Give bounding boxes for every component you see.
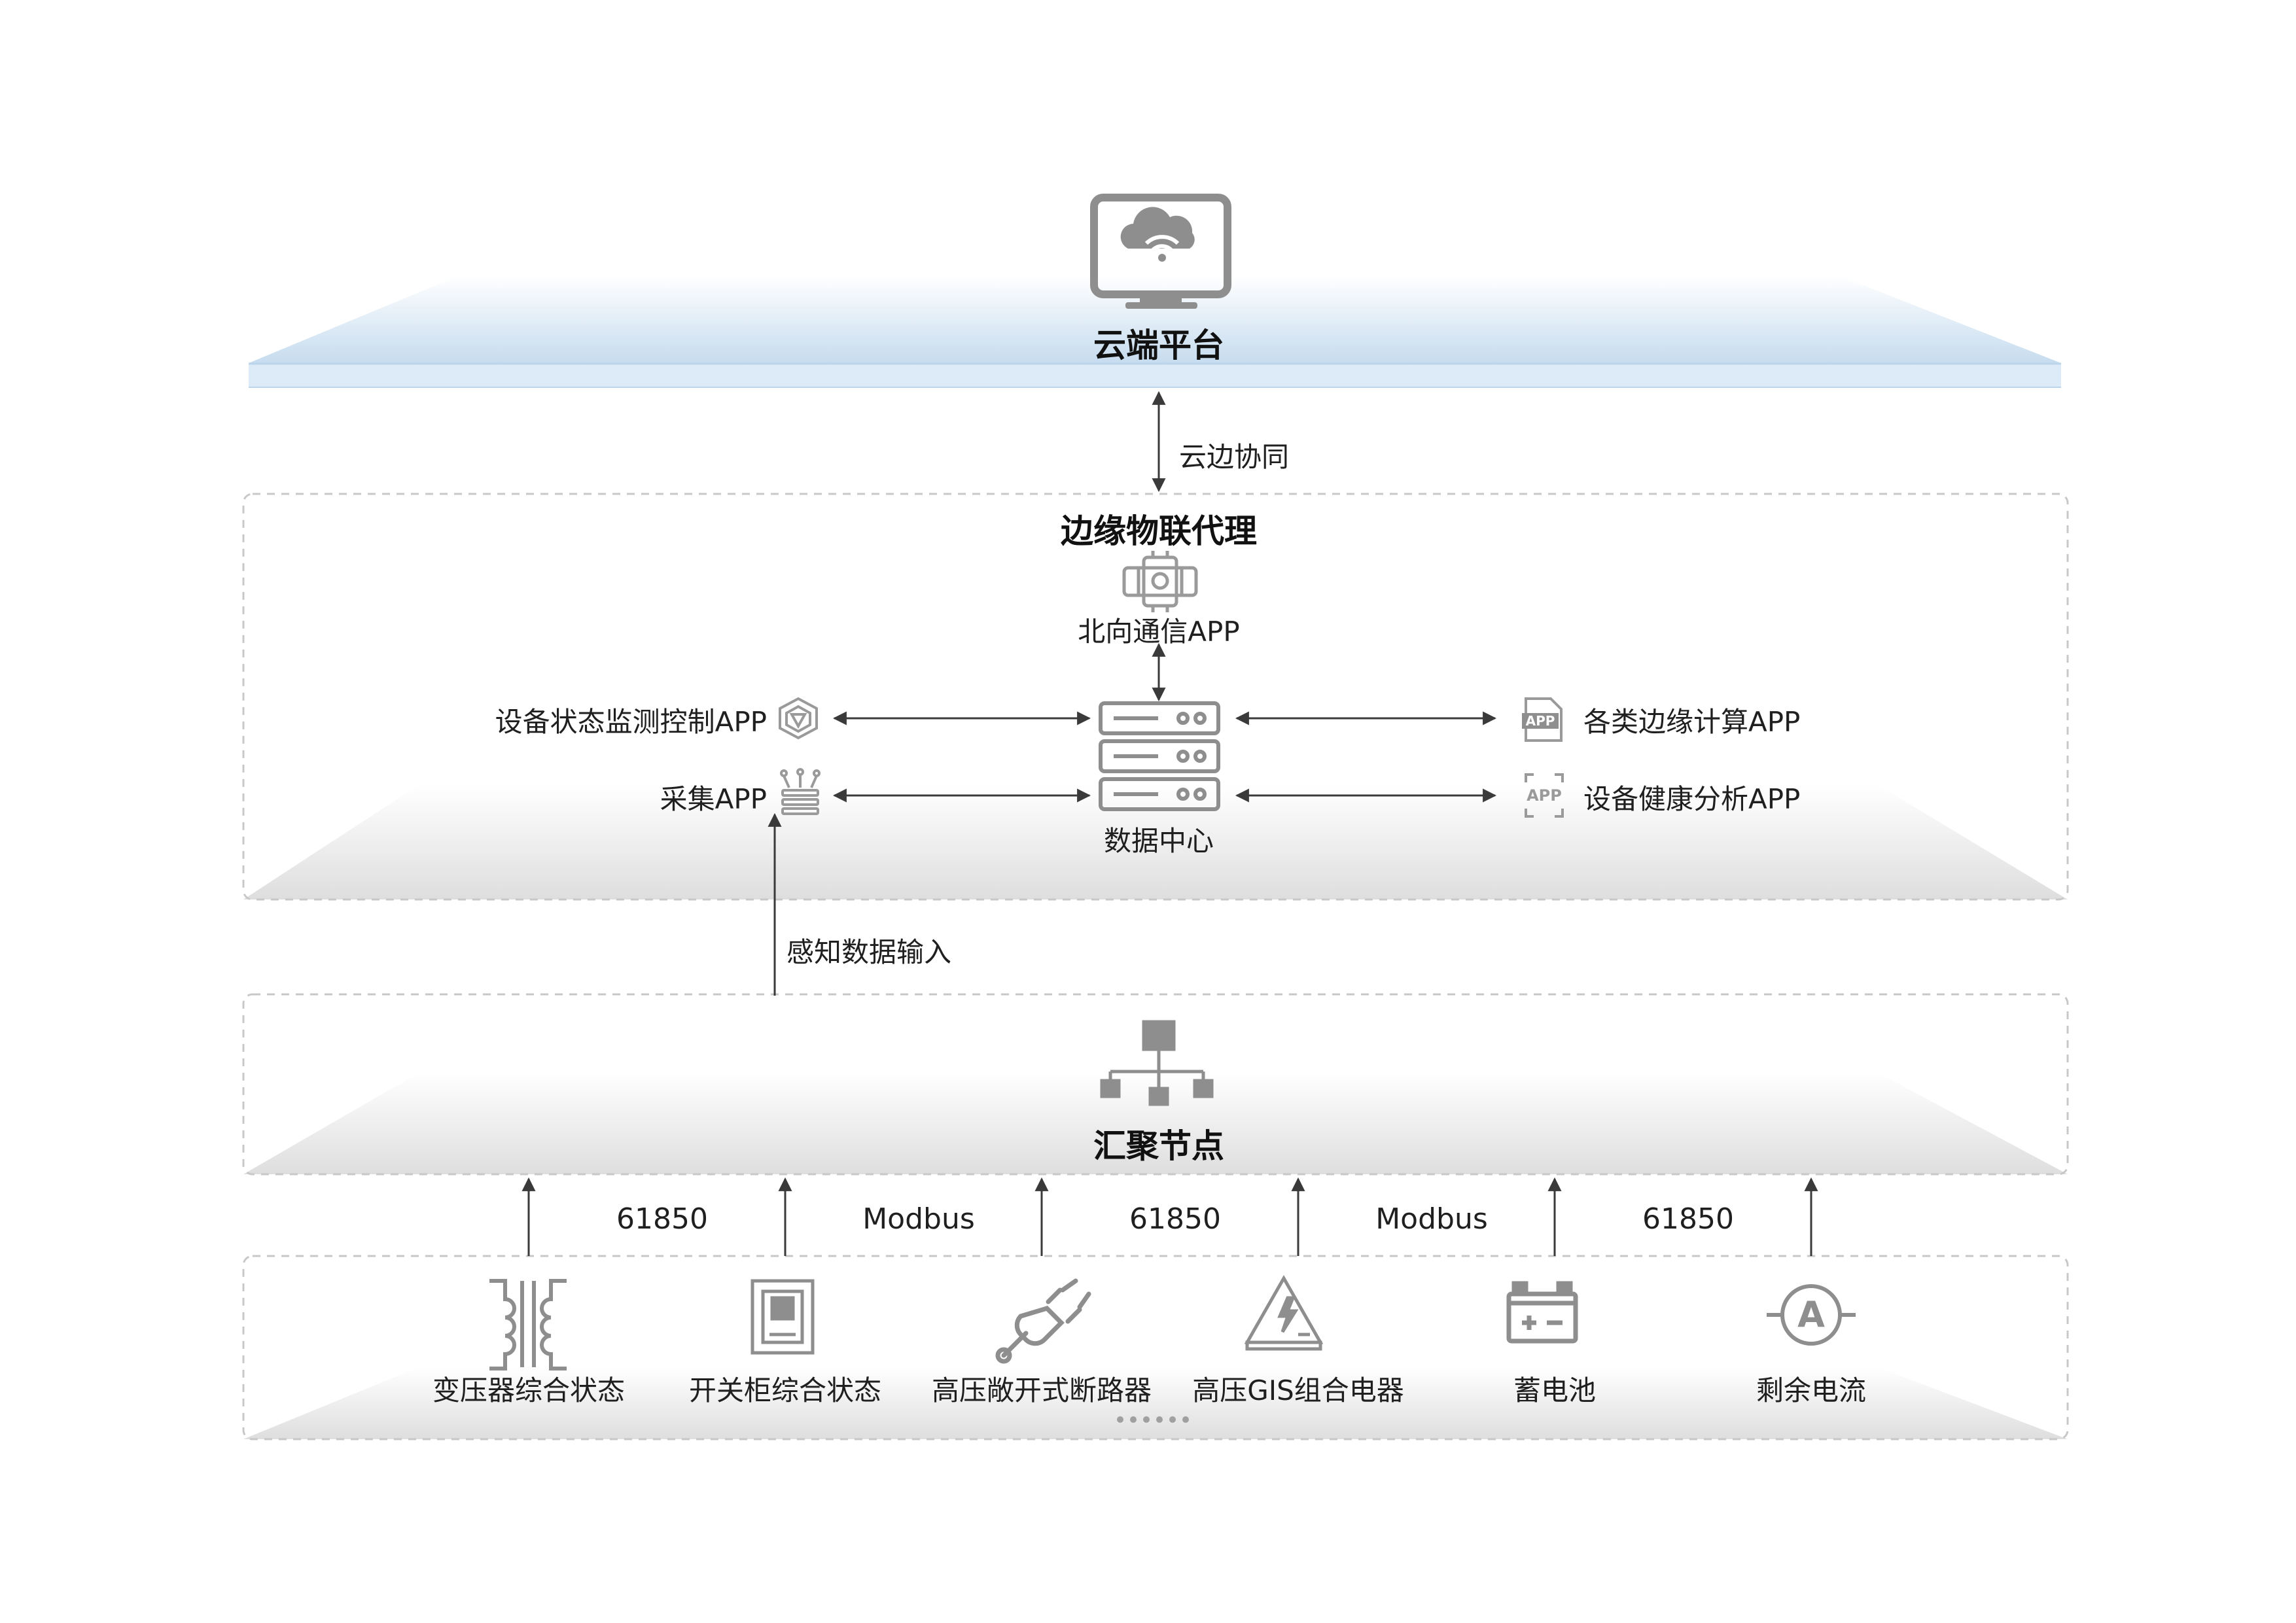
transformer-icon (489, 1279, 567, 1370)
edge-proxy-title: 边缘物联代理 (1061, 512, 1257, 550)
device-label-switchgear: 开关柜综合状态 (688, 1374, 882, 1406)
device-label-battery: 蓄电池 (1513, 1374, 1597, 1406)
aggregation-title: 汇聚节点 (1093, 1127, 1224, 1165)
app-frame-icon: APP (1525, 773, 1564, 818)
server-rack-icon (1099, 701, 1220, 811)
network-hierarchy-icon (1100, 1020, 1214, 1106)
monitor-control-app-label: 设备状态监测控制APP (495, 706, 767, 738)
devices-box (242, 1255, 2069, 1440)
data-center-label: 数据中心 (1103, 825, 1214, 857)
switchgear-icon (751, 1279, 815, 1355)
svg-text:APP: APP (1527, 786, 1562, 805)
device-label-breaker: 高压敞开式断路器 (931, 1374, 1152, 1406)
cloud-edge-label: 云边协同 (1179, 441, 1290, 473)
aggregation-box (242, 993, 2069, 1176)
sensing-data-label: 感知数据输入 (786, 936, 952, 968)
device-label-transformer: 变压器综合状态 (432, 1374, 626, 1406)
app-file-icon: APP (1522, 697, 1563, 742)
hexagon-app-icon (779, 697, 818, 740)
communication-module-icon (1122, 551, 1198, 612)
svg-text:APP: APP (1526, 713, 1555, 729)
health-analysis-app-label: 设备健康分析APP (1583, 783, 1801, 815)
more-dots (1117, 1416, 1189, 1423)
cloud-plane (249, 276, 2061, 388)
collect-app-label: 采集APP (660, 783, 767, 815)
ammeter-icon: A (1767, 1284, 1856, 1346)
protocol-label: 61850 (1642, 1202, 1734, 1236)
connectors (521, 391, 1818, 1256)
high-voltage-warning-icon (1244, 1274, 1324, 1351)
monitor-cloud-wifi-icon (1090, 194, 1231, 309)
cloud-platform-title: 云端平台 (1093, 326, 1224, 364)
svg-text:A: A (1797, 1294, 1825, 1335)
device-label-residual-current: 剩余电流 (1756, 1374, 1867, 1406)
protocol-label: Modbus (862, 1202, 975, 1236)
edge-proxy-box (242, 493, 2069, 901)
device-label-gis: 高压GIS组合电器 (1192, 1374, 1404, 1406)
edge-compute-app-label: 各类边缘计算APP (1583, 706, 1801, 738)
north-app-label: 北向通信APP (1078, 616, 1240, 648)
protocol-label: Modbus (1375, 1202, 1488, 1236)
battery-icon (1506, 1281, 1578, 1344)
protocol-label: 61850 (616, 1202, 708, 1236)
collector-icon (780, 768, 821, 815)
plug-icon (995, 1278, 1091, 1364)
protocol-label: 61850 (1129, 1202, 1221, 1236)
